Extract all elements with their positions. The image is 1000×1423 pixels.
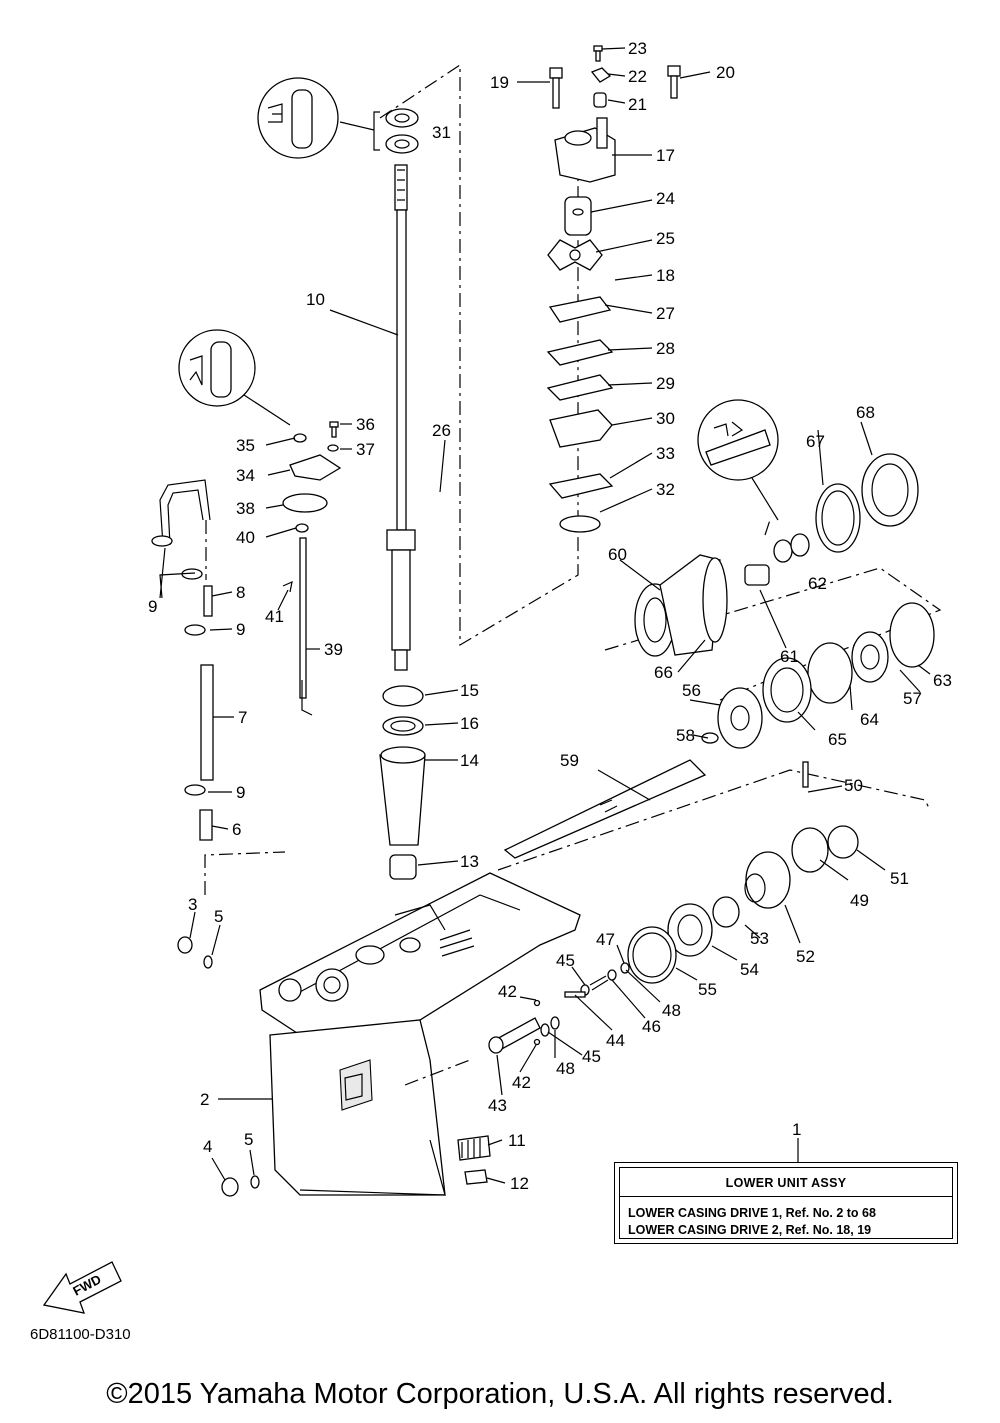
callout-9: 9 — [148, 597, 157, 616]
callout-60: 60 — [608, 545, 627, 564]
callout-29: 29 — [656, 374, 675, 393]
callout-61: 61 — [780, 647, 799, 666]
callout-36: 36 — [356, 415, 375, 434]
callout-14: 14 — [460, 751, 479, 770]
callout-5: 5 — [244, 1130, 253, 1149]
callout-10: 10 — [306, 290, 325, 309]
callout-6: 6 — [232, 820, 241, 839]
callout-40: 40 — [236, 528, 255, 547]
info-box-inner: LOWER UNIT ASSY LOWER CASING DRIVE 1, Re… — [619, 1167, 953, 1239]
callout-9: 9 — [236, 620, 245, 639]
callout-32: 32 — [656, 480, 675, 499]
bolts-top — [549, 45, 681, 109]
callout-8: 8 — [236, 583, 245, 602]
info-box-line-1: LOWER CASING DRIVE 1, Ref. No. 2 to 68 — [628, 1206, 876, 1220]
callout-20: 20 — [716, 63, 735, 82]
callout-labels: 1 2 3 4 5 5 6 7 8 9 9 9 10 11 12 13 14 1… — [148, 39, 952, 1193]
drive-shaft — [386, 164, 416, 671]
callout-50: 50 — [844, 776, 863, 795]
callout-43: 43 — [488, 1096, 507, 1115]
callout-31: 31 — [432, 123, 451, 142]
callout-58: 58 — [676, 726, 695, 745]
callout-64: 64 — [860, 710, 879, 729]
water-hose — [151, 479, 214, 841]
callout-12: 12 — [510, 1174, 529, 1193]
callout-11: 11 — [508, 1131, 526, 1150]
callout-26: 26 — [432, 421, 451, 440]
callout-51: 51 — [890, 869, 909, 888]
callout-48: 48 — [556, 1059, 575, 1078]
callout-68: 68 — [856, 403, 875, 422]
info-box-title: LOWER UNIT ASSY — [725, 1176, 847, 1190]
callout-45: 45 — [582, 1047, 601, 1066]
diagram-code: 6D81100-D310 — [30, 1326, 131, 1343]
callout-13: 13 — [460, 852, 479, 871]
callout-41: 41 — [265, 607, 284, 626]
callout-34: 34 — [236, 466, 255, 485]
lower-unit-assy-box: LOWER UNIT ASSY LOWER CASING DRIVE 1, Re… — [614, 1162, 958, 1244]
callout-2: 2 — [200, 1090, 209, 1109]
callout-18: 18 — [656, 266, 675, 285]
callout-53: 53 — [750, 929, 769, 948]
callout-57: 57 — [903, 689, 922, 708]
callout-55: 55 — [698, 980, 717, 999]
callout-38: 38 — [236, 499, 255, 518]
callout-62: 62 — [808, 574, 827, 593]
water-pump-stack — [546, 117, 616, 533]
callout-42: 42 — [512, 1073, 531, 1092]
callout-27: 27 — [656, 304, 675, 323]
leader-lines — [159, 47, 931, 1184]
callout-21: 21 — [628, 95, 647, 114]
callout-22: 22 — [628, 67, 647, 86]
callout-1: 1 — [792, 1120, 801, 1139]
callout-35: 35 — [236, 436, 255, 455]
callout-59: 59 — [560, 751, 579, 770]
callout-42: 42 — [498, 982, 517, 1001]
callout-28: 28 — [656, 339, 675, 358]
callout-45: 45 — [556, 951, 575, 970]
gears-prop-shaft — [503, 687, 859, 984]
detail-circles — [178, 77, 779, 521]
info-box-line-2: LOWER CASING DRIVE 2, Ref. No. 18, 19 — [628, 1223, 872, 1237]
callout-25: 25 — [656, 229, 675, 248]
shift-plunger — [488, 962, 630, 1054]
callout-9: 9 — [236, 783, 245, 802]
callout-19: 19 — [490, 73, 509, 92]
info-box-divider — [620, 1196, 952, 1197]
callout-63: 63 — [933, 671, 952, 690]
callout-23: 23 — [628, 39, 647, 58]
shift-rod-parts — [282, 421, 342, 716]
callout-65: 65 — [828, 730, 847, 749]
callout-39: 39 — [324, 640, 343, 659]
callout-66: 66 — [654, 663, 673, 682]
callout-48: 48 — [662, 1001, 681, 1020]
callout-24: 24 — [656, 189, 675, 208]
callout-56: 56 — [682, 681, 701, 700]
callout-67: 67 — [806, 432, 825, 451]
lower-casing — [259, 872, 581, 1196]
prop-shaft-housing — [634, 453, 935, 723]
callout-46: 46 — [642, 1017, 661, 1036]
pinion-nut — [177, 936, 491, 1197]
callout-54: 54 — [740, 960, 759, 979]
callout-37: 37 — [356, 440, 375, 459]
callout-30: 30 — [656, 409, 675, 428]
callout-17: 17 — [656, 146, 675, 165]
fwd-arrow: FWD — [42, 1261, 122, 1314]
callout-49: 49 — [850, 891, 869, 910]
callout-4: 4 — [203, 1137, 212, 1156]
callout-52: 52 — [796, 947, 815, 966]
callout-33: 33 — [656, 444, 675, 463]
copyright-notice: ©2015 Yamaha Motor Corporation, U.S.A. A… — [106, 1378, 894, 1410]
seal-31 — [339, 108, 419, 154]
callout-15: 15 — [460, 681, 479, 700]
callout-47: 47 — [596, 930, 615, 949]
callout-16: 16 — [460, 714, 479, 733]
callout-44: 44 — [606, 1031, 625, 1050]
shaft-bearings — [379, 685, 426, 880]
callout-3: 3 — [188, 895, 197, 914]
callout-7: 7 — [238, 708, 247, 727]
callout-5: 5 — [214, 907, 223, 926]
